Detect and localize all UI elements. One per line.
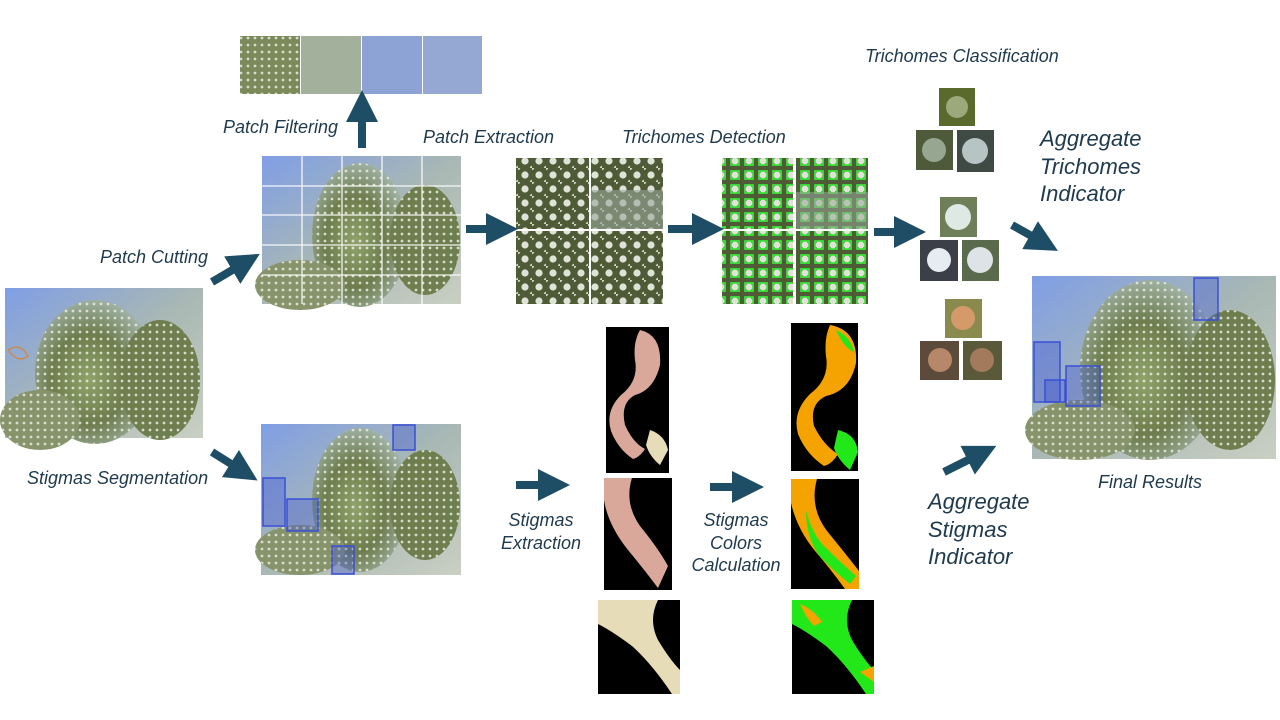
arrow-patch-cutting — [209, 253, 260, 286]
trichome-class-amber — [920, 299, 1002, 380]
label-trichomes-classification: Trichomes Classification — [865, 46, 1059, 66]
label-stigmas-extraction: Stigmas Extraction — [495, 509, 587, 554]
label-aggregate-stigmas-line1: Aggregate — [928, 489, 1030, 514]
arrow-stigmas-segmentation — [209, 448, 258, 481]
stigma-color-maps — [791, 323, 874, 694]
trichome-class-cloudy — [920, 197, 999, 281]
label-aggregate-stigmas-line2: Stigmas — [928, 516, 1008, 542]
label-aggregate-trichomes: Aggregate Trichomes Indicator — [1040, 125, 1142, 208]
final-results-image — [1025, 276, 1276, 460]
final-bounding-boxes — [1033, 277, 1219, 407]
patch-grid-image — [255, 156, 461, 310]
extracted-stigmas — [598, 327, 680, 694]
detection-patches — [722, 158, 868, 304]
trichome-class-clear — [916, 88, 994, 172]
segmentation-image — [255, 424, 461, 575]
label-stigmas-extraction-line1: Stigmas — [508, 510, 574, 530]
label-aggregate-trichomes-line1: Aggregate — [1040, 126, 1142, 151]
label-stigmas-colors-line3: Calculation — [691, 555, 781, 575]
label-aggregate-stigmas-line3: Indicator — [928, 544, 1013, 569]
source-image — [0, 288, 203, 450]
patch-grid-lines — [262, 156, 461, 304]
label-patch-cutting: Patch Cutting — [100, 247, 209, 267]
label-stigmas-colors-line2: Colors — [709, 532, 762, 553]
label-patch-filtering: Patch Filtering — [223, 117, 339, 137]
label-stigmas-colors: Stigmas Colors Calculation — [685, 509, 787, 577]
label-patch-extraction: Patch Extraction — [423, 127, 555, 147]
label-aggregate-trichomes-line2: Trichomes — [1040, 153, 1142, 179]
extracted-patches — [516, 158, 663, 304]
label-final-results: Final Results — [1098, 472, 1203, 492]
label-trichomes-detection: Trichomes Detection — [622, 127, 786, 147]
label-aggregate-stigmas: Aggregate Stigmas Indicator — [928, 488, 1030, 571]
label-stigmas-segmentation: Stigmas Segmentation — [27, 468, 209, 488]
arrow-aggregate-trichomes — [1010, 221, 1058, 251]
flow-arrows — [209, 90, 1058, 503]
label-aggregate-trichomes-line3: Indicator — [1040, 181, 1125, 206]
label-stigmas-extraction-line2: Extraction — [500, 532, 582, 553]
segmentation-bounding-boxes — [262, 424, 416, 575]
arrow-aggregate-stigmas — [942, 445, 997, 476]
label-stigmas-colors-line1: Stigmas — [703, 510, 769, 530]
filtered-patches — [240, 36, 482, 94]
